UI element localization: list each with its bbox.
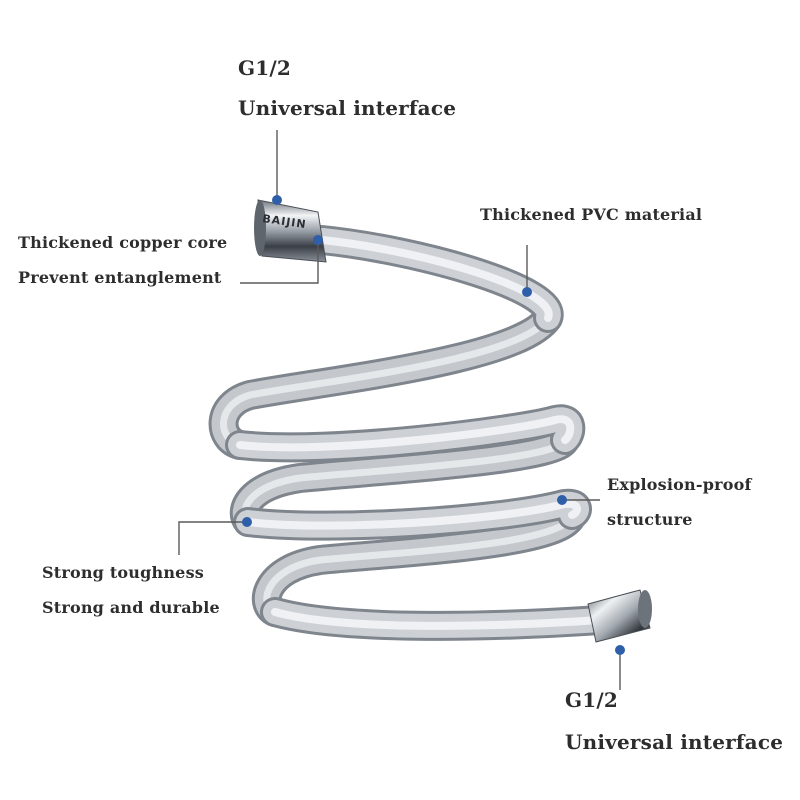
top-interface-label: Universal interface [238, 96, 457, 120]
leader-lines [178, 130, 621, 690]
entanglement-label: Prevent entanglement [18, 268, 222, 287]
bottom-interface-label: Universal interface [565, 730, 784, 754]
hose-front-segments [225, 225, 615, 641]
structure-label: structure [607, 510, 693, 529]
hose-back-segments [208, 303, 587, 627]
top-fitting [254, 199, 327, 263]
top-interface-size-label: G1/2 [238, 56, 292, 80]
marker-dots [242, 195, 625, 655]
brand-engraving: BAIJIN [262, 212, 308, 231]
copper-core-label: Thickened copper core [18, 233, 228, 252]
toughness-label: Strong toughness [42, 563, 204, 582]
explosion-proof-label: Explosion-proof [607, 475, 752, 494]
pvc-material-label: Thickened PVC material [480, 205, 703, 224]
durable-label: Strong and durable [42, 598, 220, 617]
bottom-interface-size-label: G1/2 [565, 688, 619, 712]
bottom-fitting [587, 589, 652, 643]
